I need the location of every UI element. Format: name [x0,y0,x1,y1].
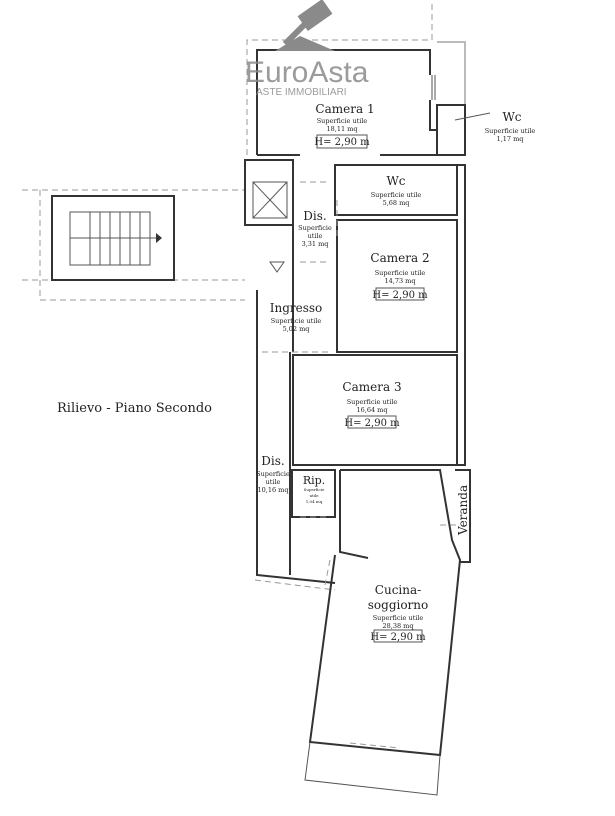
room-wc: Wc Superficie utile 5,68 mq [371,174,422,207]
camera-3-walls [292,354,458,466]
area-label: utile [266,478,281,486]
room-camera-3: Camera 3 Superficie utile 16,64 mq H= 2,… [342,380,401,429]
staircase [51,195,175,281]
room-name: Dis. [261,454,284,468]
room-veranda: Veranda [456,485,470,536]
room-area: 1,17 mq [497,135,524,143]
triangle-marker-icon [269,261,285,273]
room-name: soggiorno [368,598,429,612]
room-name: Wc [502,110,521,124]
room-area: 14,73 mq [385,277,416,285]
area-label: utile [308,232,323,240]
room-area: 28,38 mq [383,622,414,630]
wc-walls [334,164,458,216]
building-outline-bottom [254,579,336,591]
room-name: Rip. [303,474,325,487]
room-rip: Rip. Superficie utile 1,04 mq [303,474,325,504]
veranda-walls [455,469,471,563]
wc-small-walls [436,104,466,156]
room-name: Cucina- [375,583,421,597]
room-height: H= 2,90 m [314,137,370,148]
east-wall [457,164,466,466]
room-height: H= 2,90 m [372,290,428,301]
room-camera-1: Camera 1 Superficie utile 18,11 mq H= 2,… [314,102,375,149]
area-label: Superficie utile [373,614,424,622]
window [431,75,436,100]
lift-shaft [244,159,294,226]
room-camera-2: Camera 2 Superficie utile 14,73 mq H= 2,… [370,251,429,301]
area-label: Superficie utile [375,269,426,277]
camera-2-walls [336,219,458,353]
room-area: 10,16 mq [258,486,289,494]
area-label: Superficie utile [485,127,536,135]
lift-cross [252,181,288,219]
area-label: Superficie [256,470,290,478]
area-label: Superficie utile [347,398,398,406]
area-label: Superficie [298,224,332,232]
room-height: H= 2,90 m [344,418,400,429]
area-label: Superficie [304,487,325,492]
area-label: Superficie utile [371,191,422,199]
logo-tagline: ASTE IMMOBILIARI [256,87,347,98]
logo-brand: EuroAsta [245,56,369,89]
room-dis-upper: Dis. Superficie utile 3,31 mq [298,209,332,248]
area-label: Superficie utile [317,117,368,125]
area-label: utile [309,493,319,498]
building-outline [246,0,433,155]
room-area: 5,02 mq [283,325,310,333]
leader-line [454,112,491,121]
euroasta-logo: EuroAsta ASTE IMMOBILIARI [245,0,369,98]
room-name: Camera 2 [370,251,429,265]
cucina-partition [339,470,369,559]
room-height: H= 2,90 m [370,632,426,643]
plan-title: Rilievo - Piano Secondo [57,401,212,416]
room-name: Camera 1 [315,102,374,116]
room-area: 18,11 mq [327,125,358,133]
room-area: 3,31 mq [302,240,329,248]
room-area: 1,04 mq [306,499,323,504]
area-label: Superficie utile [271,317,322,325]
room-cucina-soggiorno: Cucina- soggiorno Superficie utile 28,38… [368,583,429,643]
lift-cabin [252,181,288,219]
stair-steps [69,211,160,266]
balcony-door [349,742,401,749]
stair-arrow-icon [156,233,162,243]
room-dis-lower: Dis. Superficie utile 10,16 mq [256,454,290,494]
room-wc-small: Wc Superficie utile 1,17 mq [485,110,536,143]
cucina-soggiorno-walls [308,469,462,757]
building-outline-left [22,189,245,301]
room-name: Camera 3 [342,380,401,394]
room-name: Dis. [303,209,326,223]
room-area: 5,68 mq [383,199,410,207]
room-area: 16,64 mq [357,406,388,414]
corridor-walls [256,160,336,584]
external-structure [437,41,466,155]
room-name: Wc [386,174,405,188]
room-name: Ingresso [270,301,323,315]
balcony [304,741,441,796]
room-ingresso: Ingresso Superficie utile 5,02 mq [270,301,323,333]
